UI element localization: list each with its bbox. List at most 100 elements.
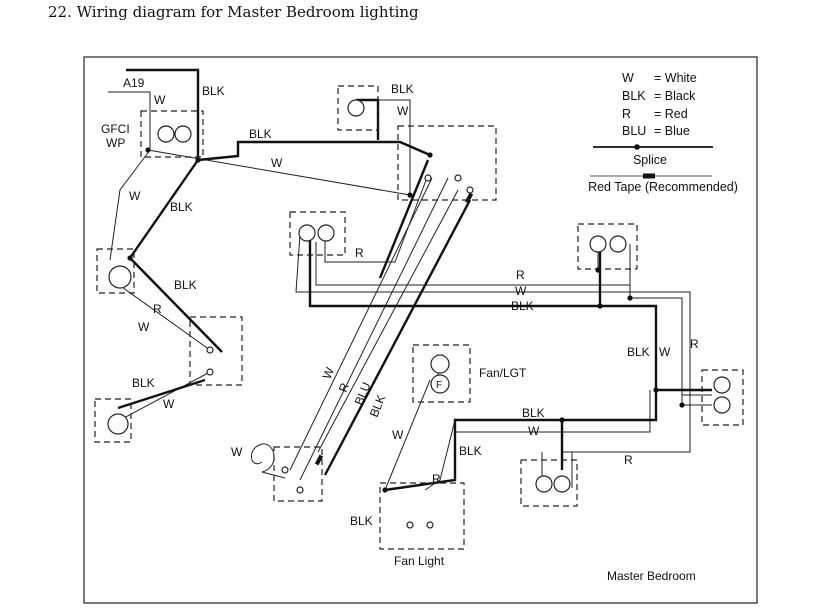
gfci-label: GFCI xyxy=(101,122,130,136)
wire-fan-white xyxy=(384,379,431,491)
splice-dot xyxy=(595,267,601,273)
wire-gfci-white-diag xyxy=(147,149,411,196)
legend-name: = Blue xyxy=(654,124,690,138)
wire-center-black xyxy=(378,159,430,279)
wire-label: R xyxy=(690,337,699,351)
wire-left-black-1 xyxy=(129,159,199,259)
wire-run-white xyxy=(315,242,683,405)
gfci-box xyxy=(140,110,204,158)
wire-label: BLK xyxy=(170,200,193,214)
wire-label: W xyxy=(163,397,175,411)
wire-left-white-3 xyxy=(119,371,211,421)
red-tape-mark xyxy=(314,454,324,466)
wire-label: BLK xyxy=(174,278,197,292)
center-outlet-box xyxy=(289,211,346,256)
wire-label: W xyxy=(397,104,409,118)
wire-label: W xyxy=(138,320,150,334)
devices: F xyxy=(107,99,731,529)
wire-bottom-black xyxy=(384,390,658,492)
wire-label: BLK xyxy=(391,82,414,96)
switch-terminal-icon xyxy=(424,174,432,182)
fan-lgt-label: Fan/LGT xyxy=(479,366,527,380)
wire-diag-black xyxy=(323,199,472,476)
wire-bottom-white xyxy=(455,390,651,433)
fan-light-icon xyxy=(430,354,450,374)
left-switch-box xyxy=(189,316,243,386)
wire-label: BLK xyxy=(132,376,155,390)
diagram-frame xyxy=(83,56,758,604)
wire-top-black xyxy=(197,140,431,162)
switch-terminal-icon xyxy=(466,186,474,194)
curl-switch-box xyxy=(273,446,323,502)
switch-terminal-icon xyxy=(296,486,304,494)
wire-right-black xyxy=(600,304,712,392)
splice-dot xyxy=(559,417,565,423)
outlet-icon xyxy=(589,235,607,253)
wire-label: BLK xyxy=(627,345,650,359)
red-tape-mark xyxy=(464,192,474,204)
wire-diag-red xyxy=(299,177,449,481)
fan-switch-box xyxy=(379,482,465,550)
top-switch-box xyxy=(397,125,497,201)
legend-tape-mark xyxy=(643,173,655,179)
left-light-box xyxy=(96,248,135,294)
splice-dot xyxy=(407,192,413,198)
legend-name: = Red xyxy=(654,107,688,121)
wire-bottom-red xyxy=(562,432,691,453)
wire-run-red xyxy=(295,233,691,432)
splice-dot xyxy=(653,387,659,393)
wire-label: W xyxy=(154,93,166,107)
splice-dot xyxy=(627,295,633,301)
wire-label: R xyxy=(153,302,162,316)
wire-label: W xyxy=(271,156,283,170)
outlet-icon xyxy=(298,224,316,242)
outlet-icon xyxy=(535,475,553,493)
outlet-icon xyxy=(713,396,731,414)
light-fixture-icon xyxy=(347,99,365,117)
wire-center-red xyxy=(324,174,429,263)
fan-glyph: F xyxy=(436,380,442,391)
device-labels: A19 GFCI WP Fan/LGT Fan Light Master Bed… xyxy=(101,76,696,583)
wire-fan-red xyxy=(424,419,456,491)
wire-label: BLK xyxy=(367,393,388,419)
switch-terminal-icon xyxy=(406,521,414,529)
wire-a19-white xyxy=(108,91,151,150)
outlet-icon xyxy=(174,125,192,143)
wire-label: W xyxy=(528,424,540,438)
wire-right-outlet-white xyxy=(682,394,712,406)
legend-code: BLU xyxy=(622,124,646,138)
wire-left-black-2 xyxy=(129,257,223,353)
wire-a19-black xyxy=(126,68,200,160)
splice-dot xyxy=(127,255,133,261)
legend-name: = Black xyxy=(654,89,696,103)
switch-terminal-icon xyxy=(426,521,434,529)
wire-label: BLK xyxy=(511,299,534,313)
wire-diag-white xyxy=(289,177,433,471)
fan-light-label: Fan Light xyxy=(394,554,445,568)
legend-splice-dot xyxy=(634,144,640,150)
legend-name: = White xyxy=(654,71,697,85)
wire-label: BLK xyxy=(202,84,225,98)
wire-left-white-1 xyxy=(109,149,151,261)
wire-label: W xyxy=(515,284,527,298)
wire-label: W xyxy=(659,345,671,359)
device-boxes xyxy=(94,85,744,550)
splice-dot xyxy=(145,147,151,153)
wire-label: BLK xyxy=(350,514,373,528)
top-light-box xyxy=(337,85,379,131)
legend: W = White BLK = Black R = Red BLU = Blue… xyxy=(588,71,738,194)
wire-curl-white xyxy=(251,443,286,479)
wire-tr-outlet xyxy=(597,244,631,298)
gfci-wp-label: WP xyxy=(106,136,125,150)
wire-label: R xyxy=(432,472,441,486)
wire-label: W xyxy=(129,189,141,203)
wire-label: BLK xyxy=(249,127,272,141)
wire-label: R xyxy=(355,246,364,260)
wire-diag-blue xyxy=(317,189,459,453)
outlet-icon xyxy=(713,376,731,394)
page-title: 22. Wiring diagram for Master Bedroom li… xyxy=(48,3,419,21)
tr-outlet-box xyxy=(577,223,638,270)
wire-run-black xyxy=(308,236,602,308)
light-fixture-icon xyxy=(107,413,129,435)
